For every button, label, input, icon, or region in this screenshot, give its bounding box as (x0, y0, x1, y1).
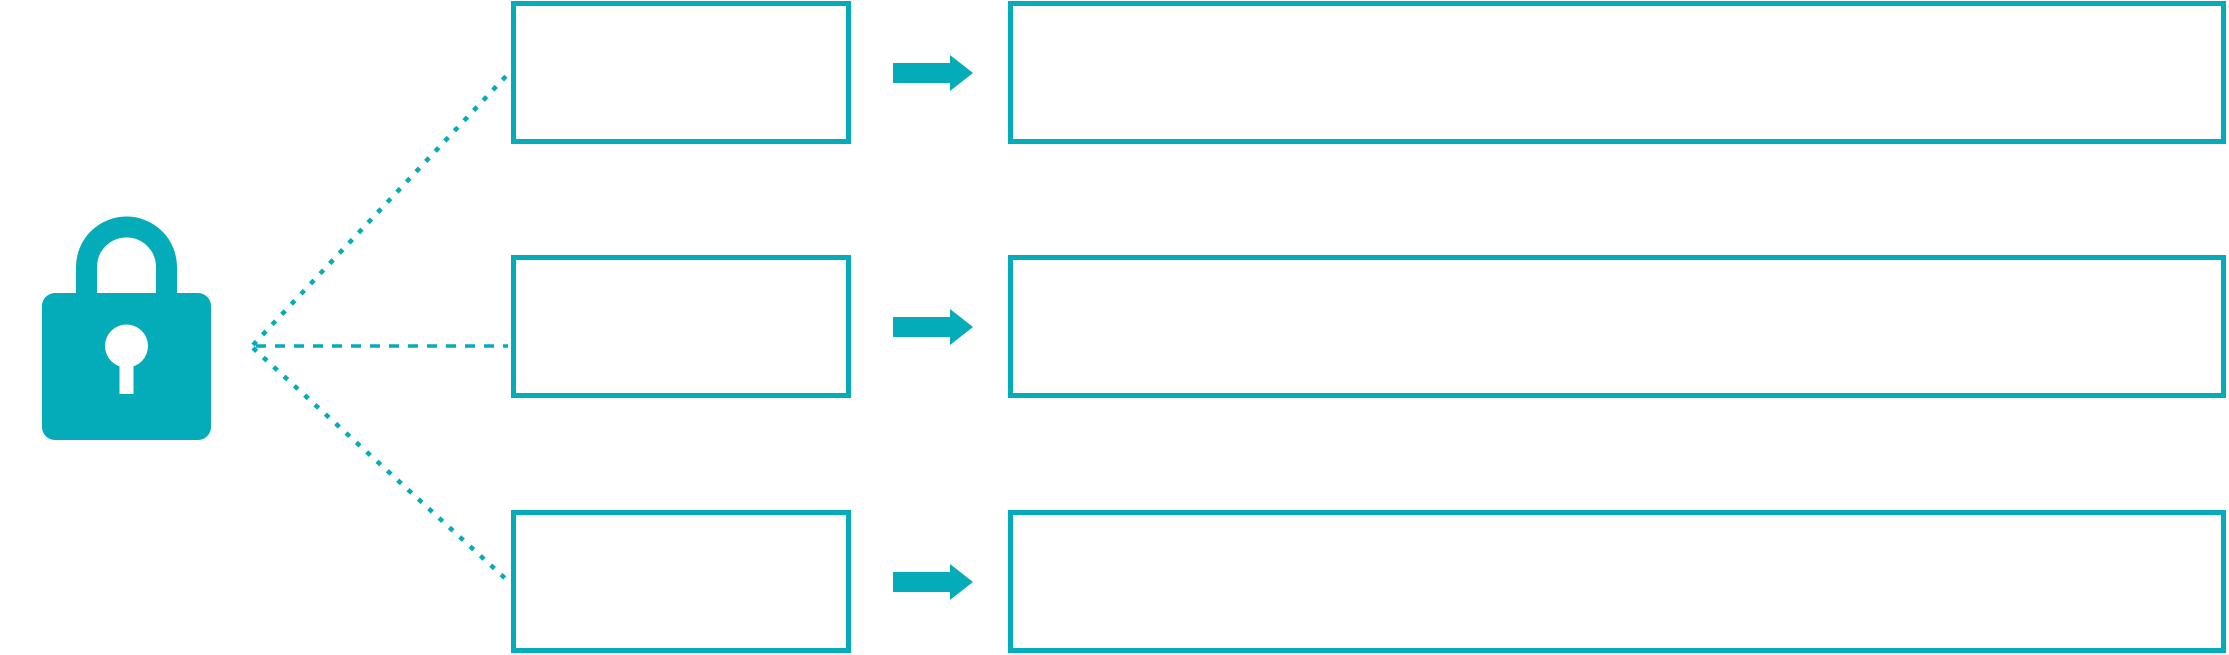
category-box[interactable] (511, 255, 851, 398)
detail-box[interactable] (1008, 1, 2226, 144)
detail-box[interactable] (1008, 510, 2226, 653)
arrow-right-icon (893, 564, 973, 600)
arrow-right-icon (893, 309, 973, 345)
detail-box[interactable] (1008, 255, 2226, 398)
diagram-row (0, 510, 2229, 653)
diagram-row (0, 255, 2229, 398)
category-box[interactable] (511, 1, 851, 144)
category-box[interactable] (511, 510, 851, 653)
diagram-row (0, 1, 2229, 144)
arrow-right-icon (893, 55, 973, 91)
